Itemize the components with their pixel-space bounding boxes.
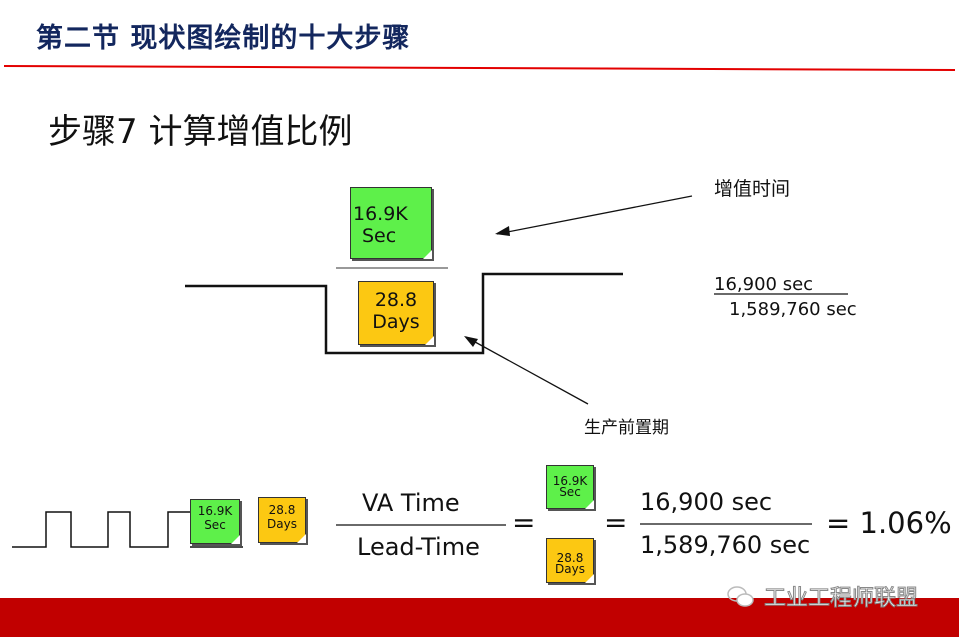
lt-arrowhead <box>464 336 478 347</box>
lead-time-note: 28.8 Days <box>358 281 434 345</box>
step-title: 步骤7 计算增值比例 <box>48 112 353 152</box>
va-label: 增值时间 <box>714 178 791 200</box>
fraction-va-unit: Sec <box>559 484 581 499</box>
formula-denominator: 1,589,760 sec <box>640 531 811 559</box>
lt-label: 生产前置期 <box>584 418 669 438</box>
lt-note-value: 28.8 <box>374 289 418 311</box>
small-lt-unit: Days <box>267 516 297 531</box>
lt-note-unit: Days <box>372 310 420 333</box>
header-divider <box>3 65 956 71</box>
footer-band <box>0 598 959 637</box>
va-note-unit: Sec <box>362 224 397 247</box>
va-note-value: 16.9K <box>353 203 408 225</box>
va-arrowhead <box>495 226 510 236</box>
fraction-lt-unit: Days <box>555 561 585 576</box>
va-time-note: 16.9K Sec <box>350 187 432 259</box>
lt-arrow <box>465 336 589 405</box>
fraction-lt-note: 28.8 Days <box>546 538 594 583</box>
ratio-denominator: 1,589,760 sec <box>729 299 857 320</box>
fraction-va-value: 16.9K <box>552 474 588 488</box>
small-lt-value: 28.8 <box>268 503 296 517</box>
fraction-lt-value: 28.8 <box>556 551 584 565</box>
result-value: = 1.06% <box>826 506 952 540</box>
lead-time-label: Lead-Time <box>357 533 480 561</box>
fraction-va-note: 16.9K Sec <box>546 465 594 509</box>
equals-sign-1: = <box>512 506 536 539</box>
wechat-icon <box>726 584 756 610</box>
small-va-value: 16.9K <box>197 504 233 518</box>
va-time-label: VA Time <box>362 489 460 517</box>
ratio-numerator: 16,900 sec <box>714 274 814 295</box>
section-title: 第二节 现状图绘制的十大步骤 <box>36 23 411 54</box>
small-lt-note: 28.8 Days <box>258 497 306 543</box>
formula-numerator: 16,900 sec <box>640 488 773 516</box>
small-va-note: 16.9K Sec <box>190 499 240 544</box>
watermark-text: 工业工程师联盟 <box>763 586 919 612</box>
small-va-unit: Sec <box>204 517 226 532</box>
timeline-step <box>185 272 623 355</box>
va-arrow <box>496 195 693 235</box>
small-timeline <box>12 511 190 548</box>
equals-sign-2: = <box>604 506 628 539</box>
